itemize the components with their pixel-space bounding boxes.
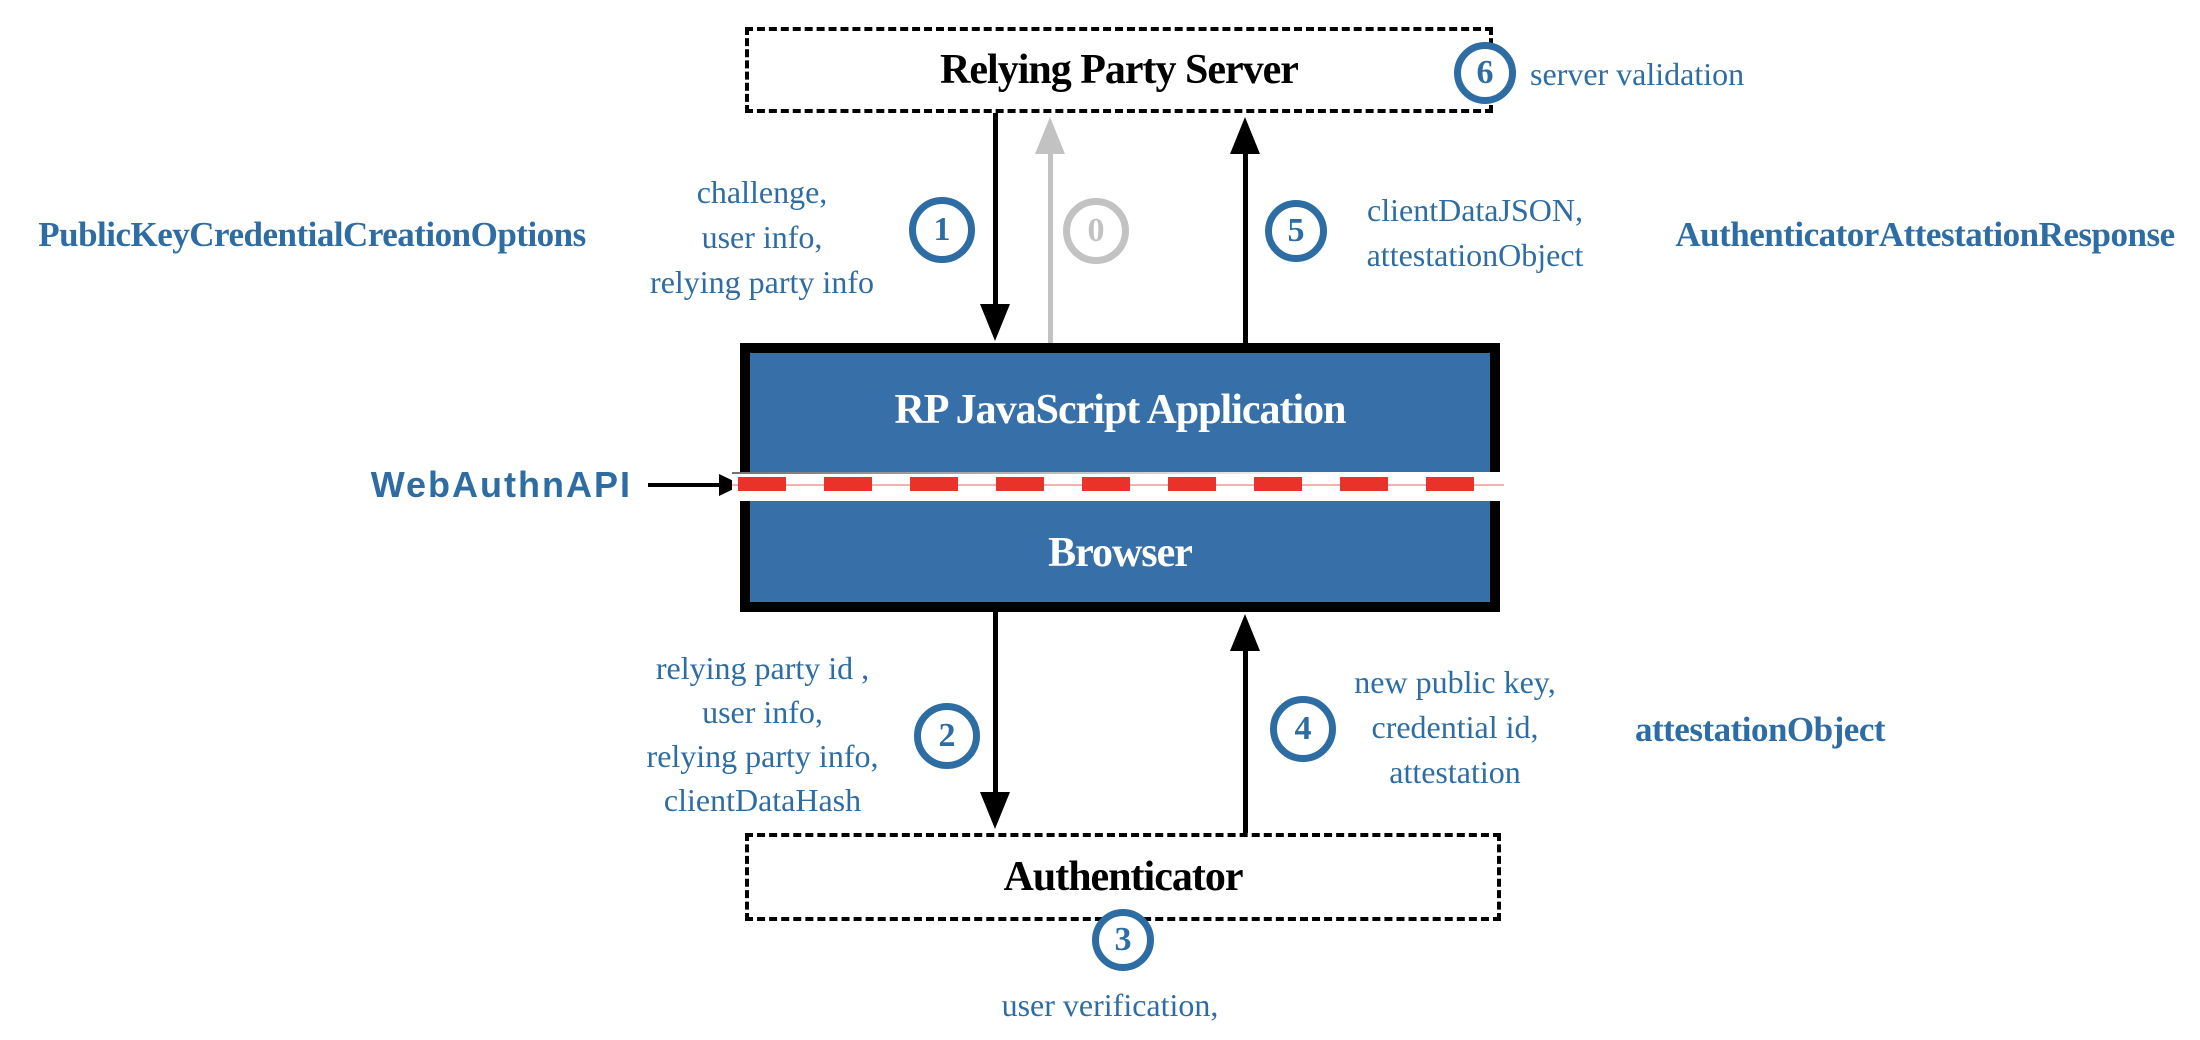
server-validation-label: server validation bbox=[1530, 56, 1745, 92]
arrow-5-line bbox=[1243, 150, 1248, 343]
step-5-badge: 5 bbox=[1265, 200, 1327, 262]
step-4-payload-line: attestation bbox=[1389, 754, 1521, 790]
rp-javascript-application-title: RP JavaScript Application bbox=[894, 387, 1346, 433]
authenticator-attestation-response-label: AuthenticatorAttestationResponse bbox=[1675, 215, 2175, 254]
step-6-number: 6 bbox=[1476, 54, 1494, 91]
authenticator-title: Authenticator bbox=[1003, 854, 1244, 900]
step-3-number: 3 bbox=[1114, 921, 1132, 958]
arrow-1-down-head-icon bbox=[980, 304, 1010, 341]
step-3-badge: 3 bbox=[1092, 909, 1154, 971]
arrow-4-line bbox=[1243, 647, 1248, 833]
step-5-payload: clientDataJSON, attestationObject bbox=[1330, 188, 1620, 278]
step-1-payload: challenge, user info, relying party info bbox=[602, 170, 922, 305]
step-2-payload-line: relying party info, bbox=[646, 738, 879, 774]
step-2-payload-line: clientDataHash bbox=[663, 782, 862, 818]
step-5-number: 5 bbox=[1287, 212, 1305, 249]
arrow-0-up-head-icon bbox=[1035, 117, 1065, 154]
red-dashed-line bbox=[738, 477, 1498, 491]
step-1-number: 1 bbox=[933, 211, 951, 248]
arrow-4-up-head-icon bbox=[1230, 614, 1260, 651]
relying-party-server-title: Relying Party Server bbox=[940, 47, 1299, 93]
band-shadow bbox=[732, 472, 1504, 474]
step-4-payload-line: new public key, bbox=[1354, 664, 1556, 700]
webauthn-api-label: WebAuthnAPI bbox=[370, 464, 632, 505]
webauthn-arrow-line bbox=[648, 483, 722, 487]
step-4-badge: 4 bbox=[1270, 696, 1336, 762]
step-2-badge: 2 bbox=[914, 703, 980, 769]
browser-title: Browser bbox=[1048, 530, 1193, 576]
step-4-payload: new public key, credential id, attestati… bbox=[1310, 660, 1600, 795]
step-1-badge: 1 bbox=[909, 197, 975, 263]
arrow-0-line bbox=[1048, 150, 1053, 343]
step-1-payload-line: user info, bbox=[701, 219, 823, 255]
webauthn-api-boundary bbox=[732, 472, 1504, 501]
arrow-1-line bbox=[993, 113, 998, 308]
step-5-payload-line: attestationObject bbox=[1366, 237, 1584, 273]
step-2-payload-line: relying party id , bbox=[655, 650, 870, 686]
step-4-number: 4 bbox=[1294, 710, 1312, 747]
step-2-payload: relying party id , user info, relying pa… bbox=[590, 646, 935, 822]
arrow-5-up-head-icon bbox=[1230, 117, 1260, 154]
public-key-credential-creation-options-label: PublicKeyCredentialCreationOptions bbox=[38, 215, 586, 254]
arrow-2-down-head-icon bbox=[980, 792, 1010, 829]
arrow-2-line bbox=[993, 612, 998, 795]
user-verification-label: user verification, bbox=[1001, 987, 1219, 1023]
step-0-number: 0 bbox=[1087, 212, 1105, 249]
relying-party-server-node: Relying Party Server bbox=[745, 27, 1493, 113]
step-2-number: 2 bbox=[938, 717, 956, 754]
step-1-payload-line: challenge, bbox=[696, 174, 828, 210]
step-4-payload-line: credential id, bbox=[1371, 709, 1539, 745]
step-6-badge: 6 bbox=[1454, 42, 1516, 104]
step-0-badge: 0 bbox=[1063, 198, 1129, 264]
attestation-object-label: attestationObject bbox=[1634, 710, 1886, 749]
step-5-payload-line: clientDataJSON, bbox=[1367, 192, 1583, 228]
step-1-payload-line: relying party info bbox=[650, 264, 874, 300]
step-2-payload-line: user info, bbox=[702, 694, 823, 730]
authenticator-node: Authenticator bbox=[745, 833, 1501, 921]
